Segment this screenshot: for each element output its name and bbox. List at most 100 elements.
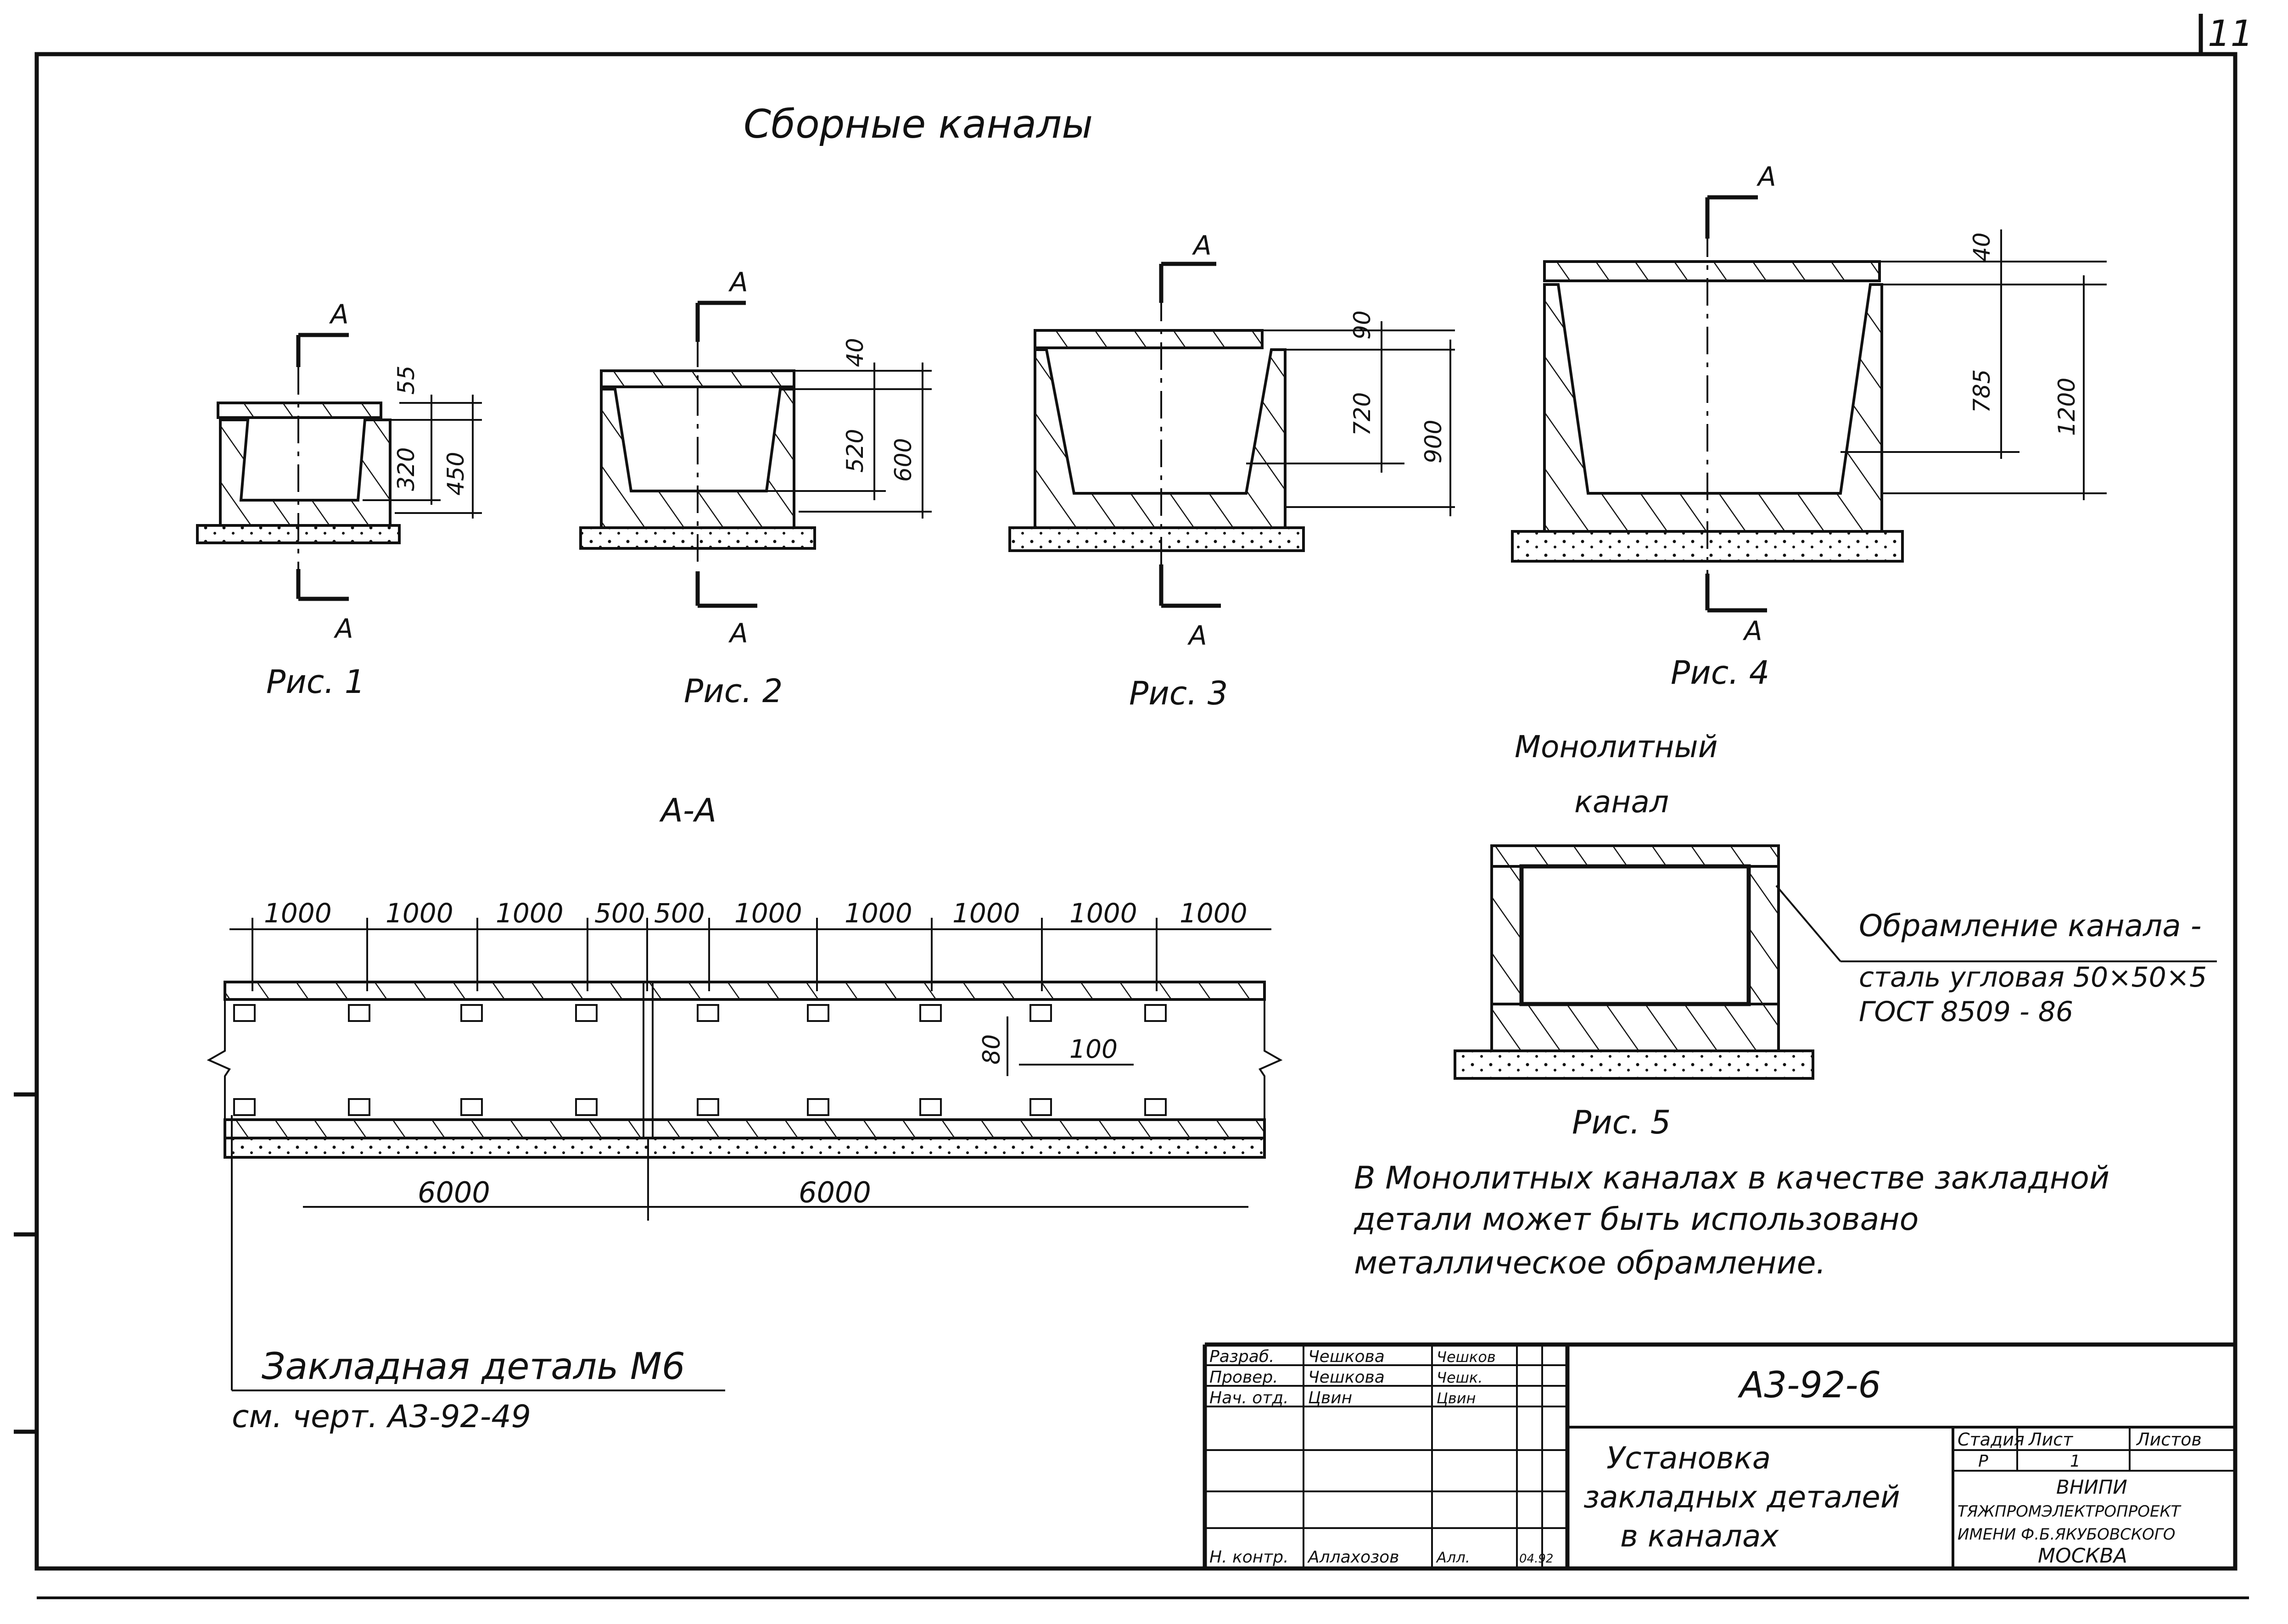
embed-note: Закладная деталь М6 [262, 1345, 685, 1388]
fig5-steel-frame [1519, 864, 1751, 1006]
fig3-slab [1008, 526, 1305, 552]
section-aa-dim: 1000 [386, 898, 453, 929]
svg-text:А: А [329, 299, 349, 330]
stamp-role: Нач. отд. [1209, 1389, 1289, 1407]
section-aa-bottom-slab [224, 1118, 1266, 1139]
figure-3: 90 720 900 А А Рис. 3 [1008, 230, 1455, 712]
fig2-dim-total: 600 [890, 438, 917, 482]
section-aa-bottom-dim: 6000 [799, 1176, 871, 1209]
section-aa-dim: 500 [654, 898, 705, 929]
doc-code: А3-92-6 [1737, 1365, 1881, 1406]
fig4-section-mark-bottom: А [1705, 574, 1767, 647]
page-title: Сборные каналы [744, 101, 1093, 147]
fig3-caption: Рис. 3 [1129, 675, 1228, 712]
fig2-section-mark-bottom: А [695, 571, 757, 649]
fig1-dim-total: 450 [442, 452, 469, 496]
figure-2: 40 520 600 А А Рис. 2 [579, 267, 932, 710]
section-aa-break-right [1259, 982, 1283, 1157]
section-aa-break-left [207, 982, 231, 1157]
fig1-trough [219, 419, 392, 527]
title-block: Разраб. Чешкова Чешков Провер. Чешкова Ч… [1203, 1342, 2235, 1568]
stamp-name: Цвин [1308, 1389, 1352, 1407]
org-line-3: ИМЕНИ Ф.Б.ЯКУБОВСКОГО [1958, 1525, 2176, 1544]
figure-4: 40 785 1200 А А Рис. 4 [1511, 161, 2107, 692]
fig5-slab [1454, 1049, 1814, 1080]
fig3-section-mark-top: А [1159, 230, 1216, 303]
svg-text:А: А [1742, 615, 1762, 647]
section-aa-dim: 500 [594, 898, 645, 929]
stamp-role: Разраб. [1209, 1347, 1274, 1366]
section-aa-dim: 1000 [845, 898, 912, 929]
section-aa-embeds-bottom [233, 1098, 1167, 1116]
stage-value: Р [1978, 1452, 1988, 1471]
fig2-dim-top: 40 [842, 338, 868, 367]
monolithic-note-2: детали может быть использовано [1354, 1201, 1919, 1238]
fig4-lid [1543, 260, 1881, 282]
fig5-callout-2: сталь угловая 50×50×5 [1859, 961, 2207, 993]
figure-1: 55 320 450 А А Рис. 1 [196, 299, 482, 701]
fig4-dim-top: 40 [1969, 232, 1995, 262]
fig4-dim-total: 1200 [2053, 378, 2080, 436]
fig5-lid [1490, 844, 1780, 868]
stamp-sign: Чешк. [1437, 1369, 1482, 1386]
fig1-dim-top: 55 [393, 365, 420, 395]
fig3-trough [1034, 348, 1287, 529]
svg-text:А: А [1187, 620, 1207, 651]
stamp-name: Чешкова [1308, 1347, 1385, 1366]
monolithic-note-1: В Монолитных каналах в качестве закладно… [1354, 1160, 2109, 1196]
fig4-section-mark-top: А [1705, 161, 1776, 239]
sheet-number: 11 [2208, 13, 2253, 55]
section-aa-embeds-top [233, 1004, 1167, 1022]
monolithic-channel: Монолитный канал Обрамление канала - ста… [1354, 729, 2217, 1281]
section-aa-dim: 1000 [1180, 898, 1247, 929]
section-aa-dim: 1000 [952, 898, 1020, 929]
section-aa-title: А-А [659, 792, 716, 829]
section-aa-top-dim-ticks [252, 918, 1158, 991]
stamp-role: Н. контр. [1209, 1548, 1289, 1567]
stamp-date: 04.92 [1519, 1552, 1553, 1566]
fig5-callout-1: Обрамление канала - [1859, 908, 2202, 943]
fig3-dim-top: 90 [1349, 310, 1376, 340]
stamp-role: Провер. [1209, 1368, 1278, 1387]
fig5-callout-3: ГОСТ 8509 - 86 [1859, 996, 2073, 1028]
section-aa-dim: 1000 [734, 898, 802, 929]
fig2-dim-inner: 520 [842, 429, 868, 473]
fig2-lid [600, 369, 795, 388]
sheet-frame [34, 52, 2238, 1571]
detail-dim-80: 80 [978, 1034, 1006, 1065]
fig1-section-mark-bottom: А [296, 569, 353, 644]
svg-text:А: А [1192, 230, 1212, 261]
org-line-4: МОСКВА [2038, 1544, 2127, 1568]
svg-text:А: А [333, 613, 353, 644]
fig4-trough [1543, 283, 1883, 533]
fig1-lid [217, 402, 382, 419]
org-line-1: ВНИПИ [2056, 1476, 2127, 1498]
fig4-dim-inner: 785 [1969, 369, 1995, 413]
fig3-lid [1034, 329, 1264, 349]
fig5-callout-leader [1775, 885, 1841, 962]
section-aa-base [224, 1137, 1266, 1159]
col-sheet: Лист [2028, 1429, 2074, 1450]
detail-dim-100: 100 [1069, 1034, 1118, 1064]
fig5-floor [1490, 1003, 1780, 1052]
sheet-value: 1 [2070, 1452, 2081, 1471]
fig5-caption: Рис. 5 [1572, 1104, 1671, 1141]
fig1-caption: Рис. 1 [266, 663, 365, 701]
col-stage: Стадия [1958, 1429, 2025, 1450]
fig1-dim-inner: 320 [393, 447, 420, 491]
fig3-section-mark-bottom: А [1159, 564, 1221, 651]
doc-title-2: закладных деталей [1583, 1479, 1900, 1515]
stamp-name: Аллахозов [1307, 1548, 1399, 1567]
fig3-dim-total: 900 [1420, 420, 1447, 463]
stamp-name: Чешкова [1308, 1368, 1385, 1387]
stamp-sign: Цвин [1437, 1390, 1476, 1407]
svg-text:А: А [728, 618, 748, 649]
section-aa: А-А 1000 1000 1000 500 500 1000 1000 100… [207, 792, 1283, 1435]
doc-title-3: в каналах [1620, 1518, 1779, 1554]
monolithic-title-2: канал [1574, 784, 1669, 820]
fig5-wall-right [1747, 865, 1780, 1005]
col-sheets: Листов [2136, 1429, 2202, 1450]
stamp-sign: Чешков [1437, 1348, 1496, 1366]
